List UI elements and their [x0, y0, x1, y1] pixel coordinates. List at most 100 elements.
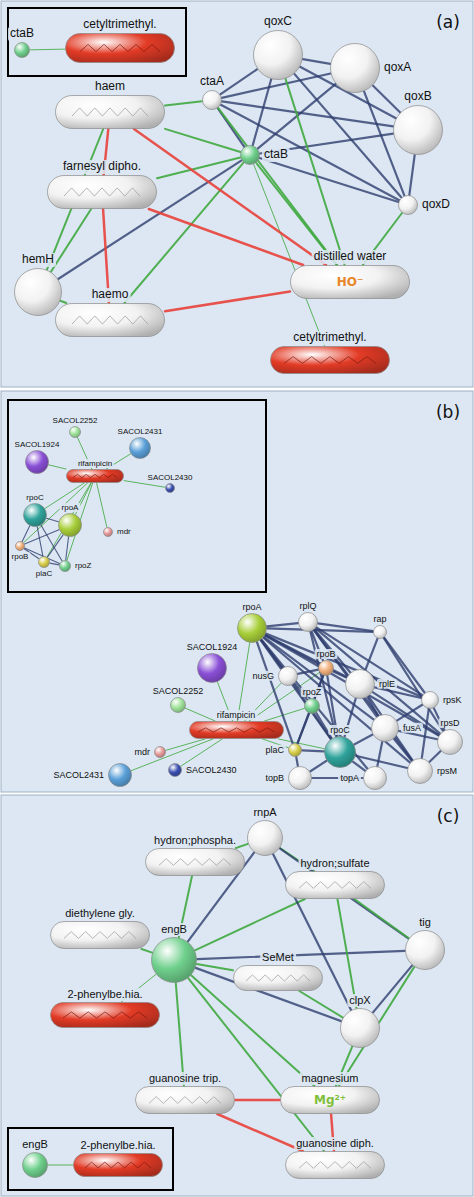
- compound-node: rifampicin: [189, 721, 284, 739]
- compound-node: hydron;phospha.: [145, 848, 245, 876]
- protein-sphere: [373, 625, 387, 639]
- node-label: haemo: [90, 288, 131, 302]
- sphere-body: [364, 767, 387, 790]
- compound-pill: [135, 1086, 235, 1114]
- panel-frame: [1, 1, 473, 387]
- pill-body: [67, 470, 124, 483]
- sphere-body: [15, 269, 62, 316]
- node-label: rnpA: [251, 806, 278, 819]
- sphere-body: [346, 670, 375, 699]
- node-label: ctaB: [8, 27, 36, 41]
- node-label: haem: [93, 80, 127, 94]
- interaction-edge: [47, 535, 63, 557]
- sphere-body: [289, 744, 302, 757]
- node-label: hydron;sulfate: [298, 857, 371, 870]
- node-label: tig: [417, 916, 433, 929]
- structure-sketch: [64, 188, 140, 196]
- protein-node: SACOL2431: [129, 437, 151, 459]
- interaction-edge: [397, 705, 422, 721]
- node-label: distilled water: [312, 250, 389, 264]
- protein-sphere: [38, 556, 50, 568]
- node-label: rpoZ: [301, 687, 324, 697]
- protein-node: plaC: [38, 556, 50, 568]
- interaction-edge: [365, 639, 377, 670]
- interaction-edge: [422, 709, 429, 758]
- sphere-body: [26, 451, 49, 474]
- pill-body: [291, 266, 410, 299]
- node-label: cetyltrimethyl.: [291, 331, 368, 345]
- interaction-edge: [294, 74, 401, 198]
- pill-body: [48, 176, 157, 209]
- panel-letter: (c): [437, 806, 460, 826]
- node-label: engB: [20, 1138, 50, 1151]
- interaction-edge: [337, 899, 356, 1008]
- structure-sketch: [159, 859, 231, 866]
- compound-pill: [270, 346, 390, 374]
- protein-sphere: [237, 613, 267, 643]
- compound-pill: [55, 303, 165, 337]
- inset-frame: [8, 1128, 173, 1190]
- compound-node: guanosine diph.: [285, 1151, 385, 1179]
- interaction-edge: [354, 899, 408, 938]
- protein-node: qoxB: [393, 105, 443, 155]
- node-label: mdr: [115, 527, 133, 536]
- protein-node: SACOL1924: [25, 450, 49, 474]
- panel-letter: (b): [436, 402, 460, 422]
- sphere-body: [109, 764, 132, 787]
- interaction-edge: [302, 749, 324, 752]
- interaction-edge: [37, 527, 43, 556]
- protein-node: rplQ: [298, 612, 318, 632]
- protein-sphere: [197, 653, 227, 683]
- node-label: SACOL2430: [146, 473, 195, 482]
- node-label: SACOL2430: [184, 765, 239, 775]
- sphere-body: [394, 106, 443, 155]
- compound-node: haemo: [55, 303, 165, 337]
- structure-sketch: [284, 357, 376, 364]
- protein-sphere: [304, 698, 320, 714]
- node-label: farnesyl dipho.: [61, 160, 143, 174]
- protein-sphere: [421, 691, 439, 709]
- node-label: SACOL1924: [13, 440, 62, 449]
- node-label: fusA: [401, 723, 423, 733]
- sphere-body: [408, 759, 433, 784]
- protein-node: SACOL2252: [69, 426, 81, 438]
- sphere-body: [198, 654, 227, 683]
- node-label: topA: [338, 773, 361, 783]
- interaction-edge: [267, 623, 298, 626]
- interaction-edge: [47, 518, 59, 521]
- formula-text: HO⁻: [337, 275, 364, 289]
- pill-body: [56, 304, 165, 337]
- inset-frame: [8, 400, 266, 592]
- node-label: rap: [371, 614, 388, 624]
- sphere-body: [305, 699, 320, 714]
- sphere-body: [438, 730, 463, 755]
- compound-node: cetyltrimethyl.: [270, 346, 390, 374]
- compound-pill: [50, 1002, 160, 1028]
- sphere-body: [406, 931, 445, 970]
- sphere-body: [248, 821, 283, 856]
- protein-sphere: [437, 729, 463, 755]
- protein-sphere: [324, 736, 356, 768]
- protein-node: mdr: [154, 746, 166, 758]
- node-label: rifampicin: [76, 459, 114, 468]
- interaction-edge: [265, 635, 346, 677]
- interaction-edge: [286, 79, 345, 265]
- compound-node: haem: [55, 95, 165, 129]
- protein-sphere: [168, 763, 182, 777]
- compound-node: SeMet: [233, 965, 323, 991]
- node-label: rpoB: [314, 649, 337, 659]
- sphere-body: [60, 561, 71, 572]
- protein-sphere: [340, 1008, 380, 1048]
- interaction-edge: [294, 684, 331, 739]
- interaction-edge: [60, 301, 66, 303]
- interaction-edge: [195, 899, 305, 950]
- interaction-edge: [318, 623, 373, 631]
- interaction-edge: [165, 101, 202, 105]
- pill-body: [74, 1154, 163, 1177]
- protein-sphere: [278, 666, 298, 686]
- compound-node: distilled waterHO⁻: [290, 265, 410, 299]
- protein-node: clpX: [340, 1008, 380, 1048]
- node-label: SeMet: [260, 951, 296, 964]
- node-label: qoxA: [382, 61, 413, 75]
- node-label: SACOL1924: [185, 642, 240, 652]
